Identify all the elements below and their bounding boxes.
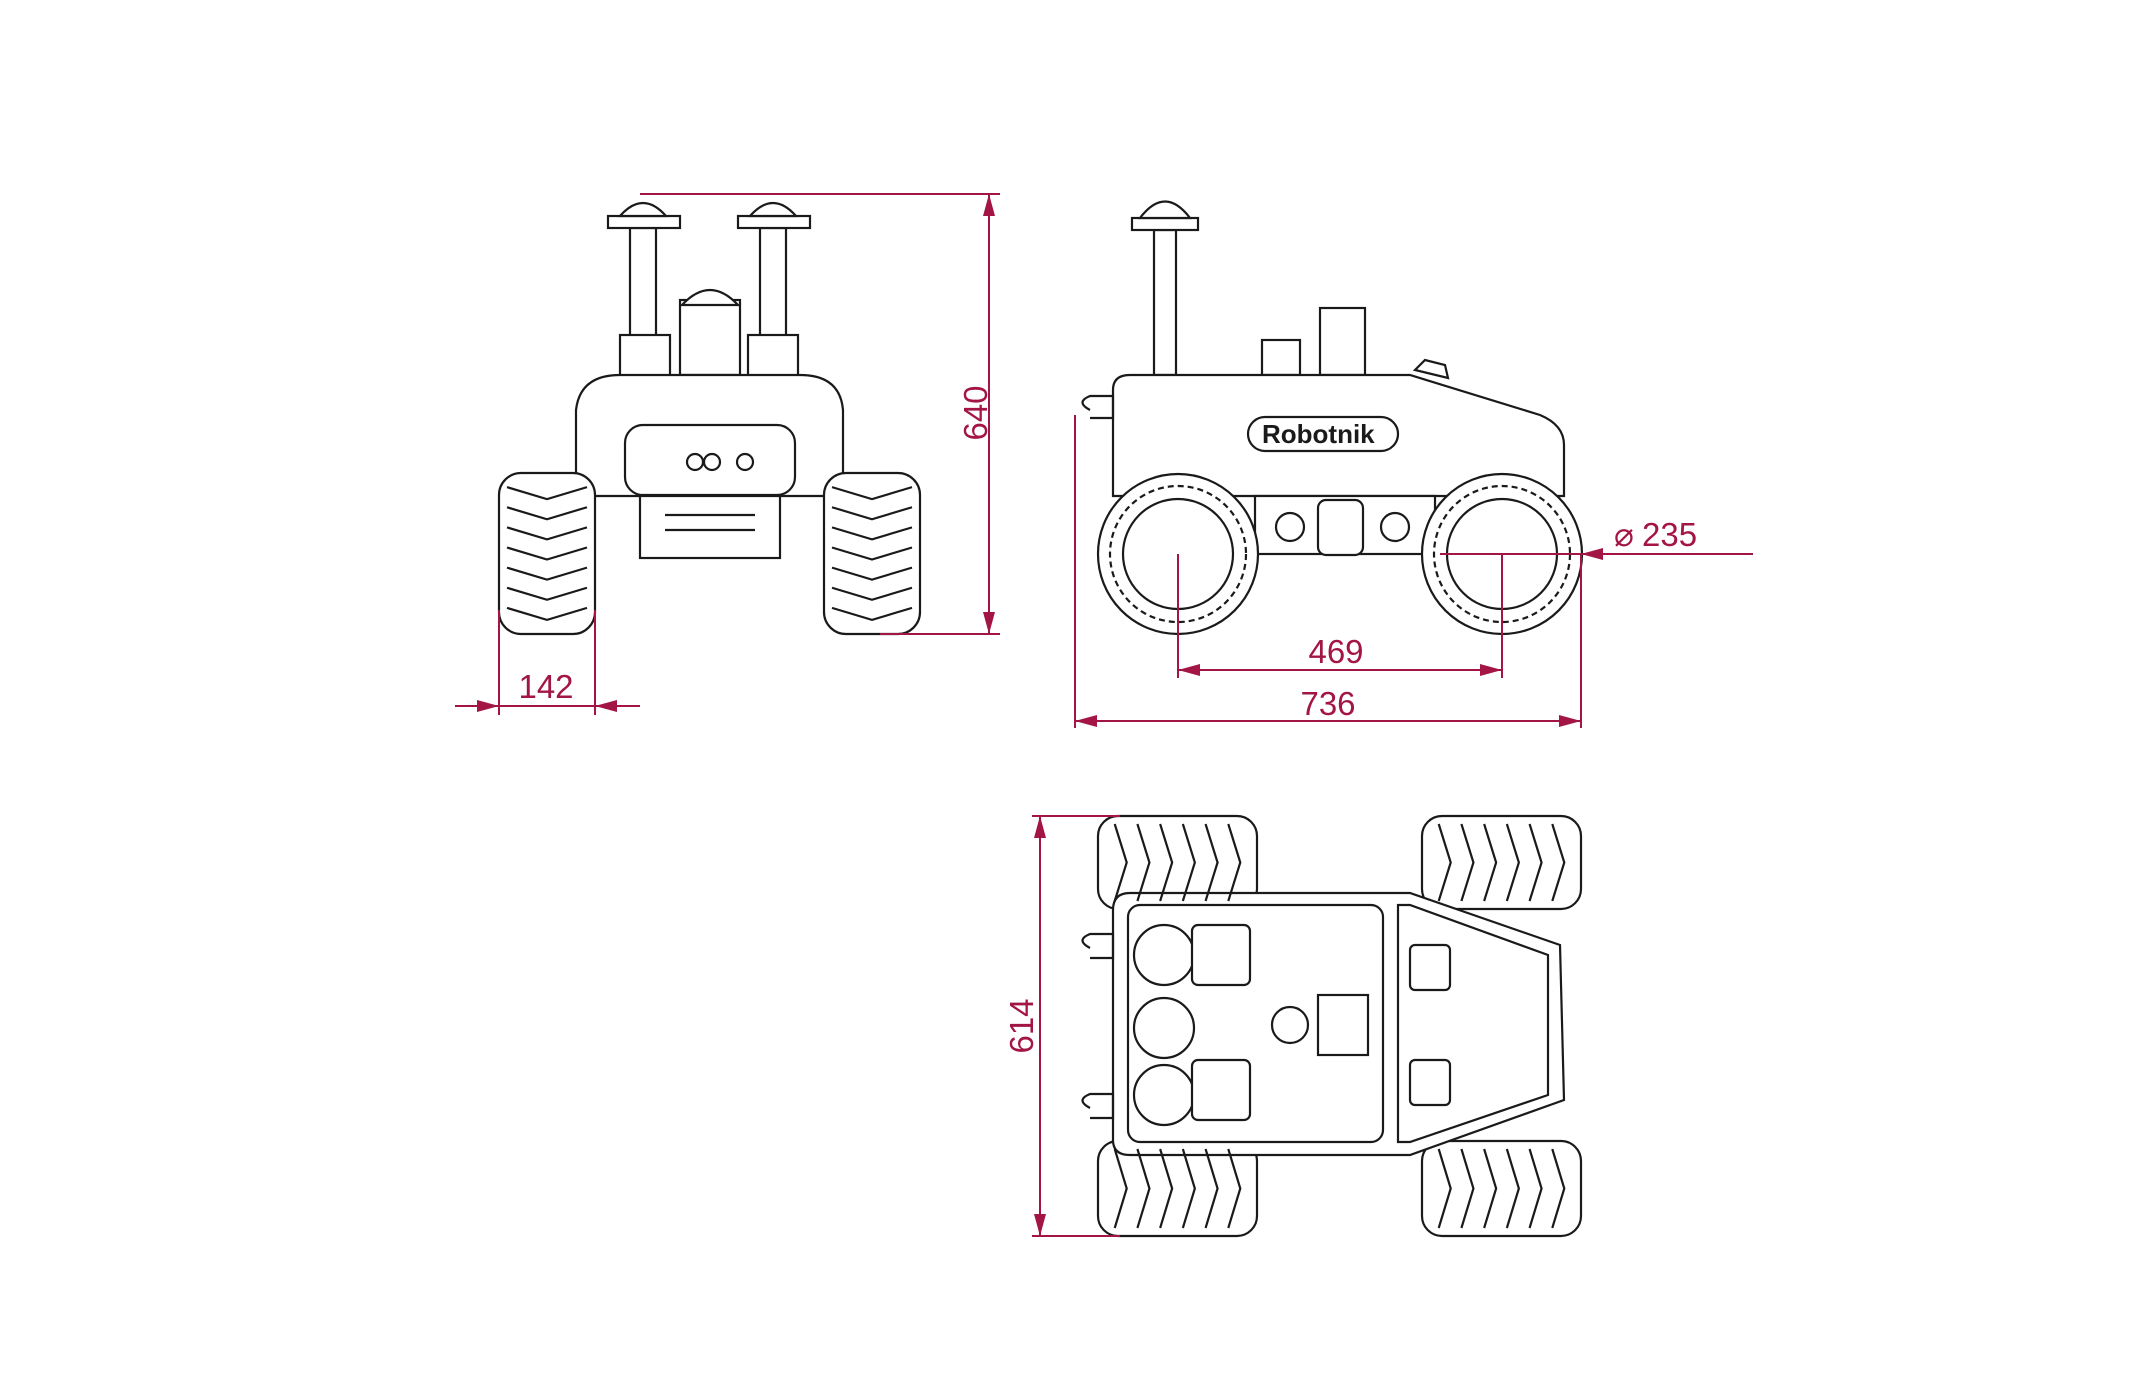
dimension-142: 142 [455, 610, 640, 715]
tire-tread [506, 486, 588, 622]
side-view: Robotnik [1081, 200, 1584, 636]
dimension-235: ⌀ 235 [1440, 516, 1753, 560]
wheelbase-label: 469 [1308, 633, 1363, 670]
dimension-640: 640 [640, 193, 1000, 635]
tire-tread [831, 486, 913, 622]
right-mast [758, 226, 788, 340]
wheel-diameter-label: 235 [1642, 516, 1697, 553]
width-label: 614 [1003, 998, 1040, 1053]
front-view [497, 201, 922, 636]
dimension-469: 469 [1177, 554, 1503, 678]
robotnik-logo: Robotnik [1262, 419, 1375, 449]
height-label: 640 [957, 385, 994, 440]
tire-tread [1437, 1148, 1566, 1229]
top-wheel-front-left [1420, 814, 1583, 911]
front-left-tire [497, 471, 597, 636]
tire-tread [1113, 823, 1242, 902]
logo-badge [1246, 415, 1400, 453]
tire-tread [1437, 823, 1566, 902]
dimension-614: 614 [1003, 815, 1120, 1237]
top-view [1081, 814, 1583, 1238]
top-wheel-front-right [1420, 1139, 1583, 1238]
front-right-tire [822, 471, 922, 636]
diameter-symbol: ⌀ [1614, 516, 1634, 553]
left-mast [628, 226, 658, 340]
tire-tread [1113, 1148, 1242, 1229]
length-label: 736 [1300, 685, 1355, 722]
side-mast [1152, 228, 1178, 377]
wheel-width-label: 142 [518, 668, 573, 705]
lidar [678, 298, 742, 377]
dimension-736: 736 [1074, 415, 1582, 728]
